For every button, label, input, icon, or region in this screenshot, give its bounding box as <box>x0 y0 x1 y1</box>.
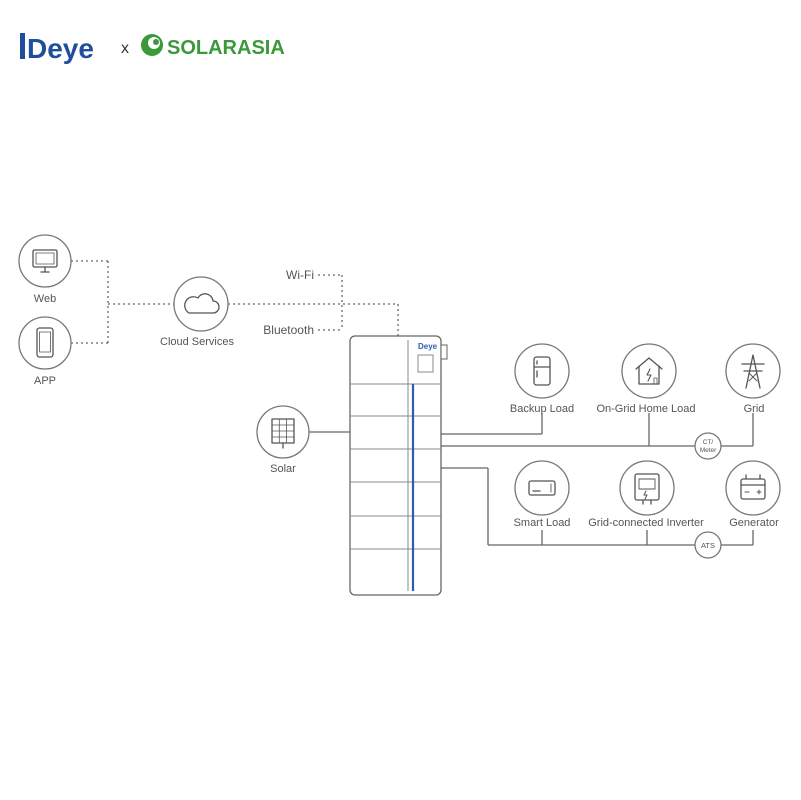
ats-label: ATS <box>701 541 715 550</box>
house-icon <box>635 357 663 385</box>
ct-meter-label-line1: CT/ <box>703 439 714 446</box>
bluetooth-label: Bluetooth <box>263 323 314 337</box>
junction-labels: CT/ Meter ATS <box>700 439 717 550</box>
cloud-icon <box>184 293 220 314</box>
solarasia-logo-icon <box>141 34 163 56</box>
battery-tower: Deye <box>349 335 448 596</box>
grid-label: Grid <box>744 403 765 415</box>
cloud-node <box>173 276 229 332</box>
battery-brand-label: Deye <box>418 342 438 351</box>
header-logos: Deye x SOLARASIA <box>20 33 285 64</box>
cloud-services-label: Cloud Services <box>160 336 234 348</box>
deye-logo-text: Deye <box>27 33 94 64</box>
battery-side-port <box>440 344 448 360</box>
smart-load-label: Smart Load <box>514 517 571 529</box>
monitor-icon <box>32 249 58 273</box>
battery-outline <box>349 335 442 596</box>
water-heater-icon <box>528 480 556 496</box>
inverter-icon <box>634 473 660 505</box>
solarasia-logo-text: SOLARASIA <box>167 37 285 59</box>
wifi-label: Wi-Fi <box>286 268 314 282</box>
power-links <box>309 413 754 546</box>
communication-links <box>71 260 399 344</box>
power-tower-icon <box>741 354 765 389</box>
web-node <box>18 234 72 288</box>
ct-meter-label-line2: Meter <box>700 447 717 454</box>
deye-logo-bar <box>20 33 25 59</box>
web-label: Web <box>34 293 56 305</box>
solar-panel-icon <box>271 418 295 449</box>
grid-inverter-node <box>619 460 675 516</box>
generator-label: Generator <box>729 517 779 529</box>
solar-label: Solar <box>270 463 296 475</box>
backup-load-node <box>514 343 570 399</box>
ct-meter-node <box>694 432 722 460</box>
grid-inverter-label: Grid-connected Inverter <box>588 517 704 529</box>
on-grid-home-load-label: On-Grid Home Load <box>596 403 695 415</box>
smart-load-node <box>514 460 570 516</box>
generator-icon <box>740 474 766 500</box>
solar-node <box>256 405 310 459</box>
node-labels: Web APP Cloud Services Solar Backup Load… <box>34 293 779 529</box>
connection-labels: Wi-Fi Bluetooth <box>263 268 314 337</box>
generator-node <box>725 460 781 516</box>
fridge-icon <box>533 356 551 386</box>
logo-separator: x <box>121 40 129 57</box>
smartphone-icon <box>36 327 54 358</box>
battery-display-screen <box>417 354 434 373</box>
app-node <box>18 316 72 370</box>
ats-node <box>694 531 722 559</box>
connection-lines <box>71 260 754 546</box>
backup-load-label: Backup Load <box>510 403 574 415</box>
app-label: APP <box>34 375 56 387</box>
